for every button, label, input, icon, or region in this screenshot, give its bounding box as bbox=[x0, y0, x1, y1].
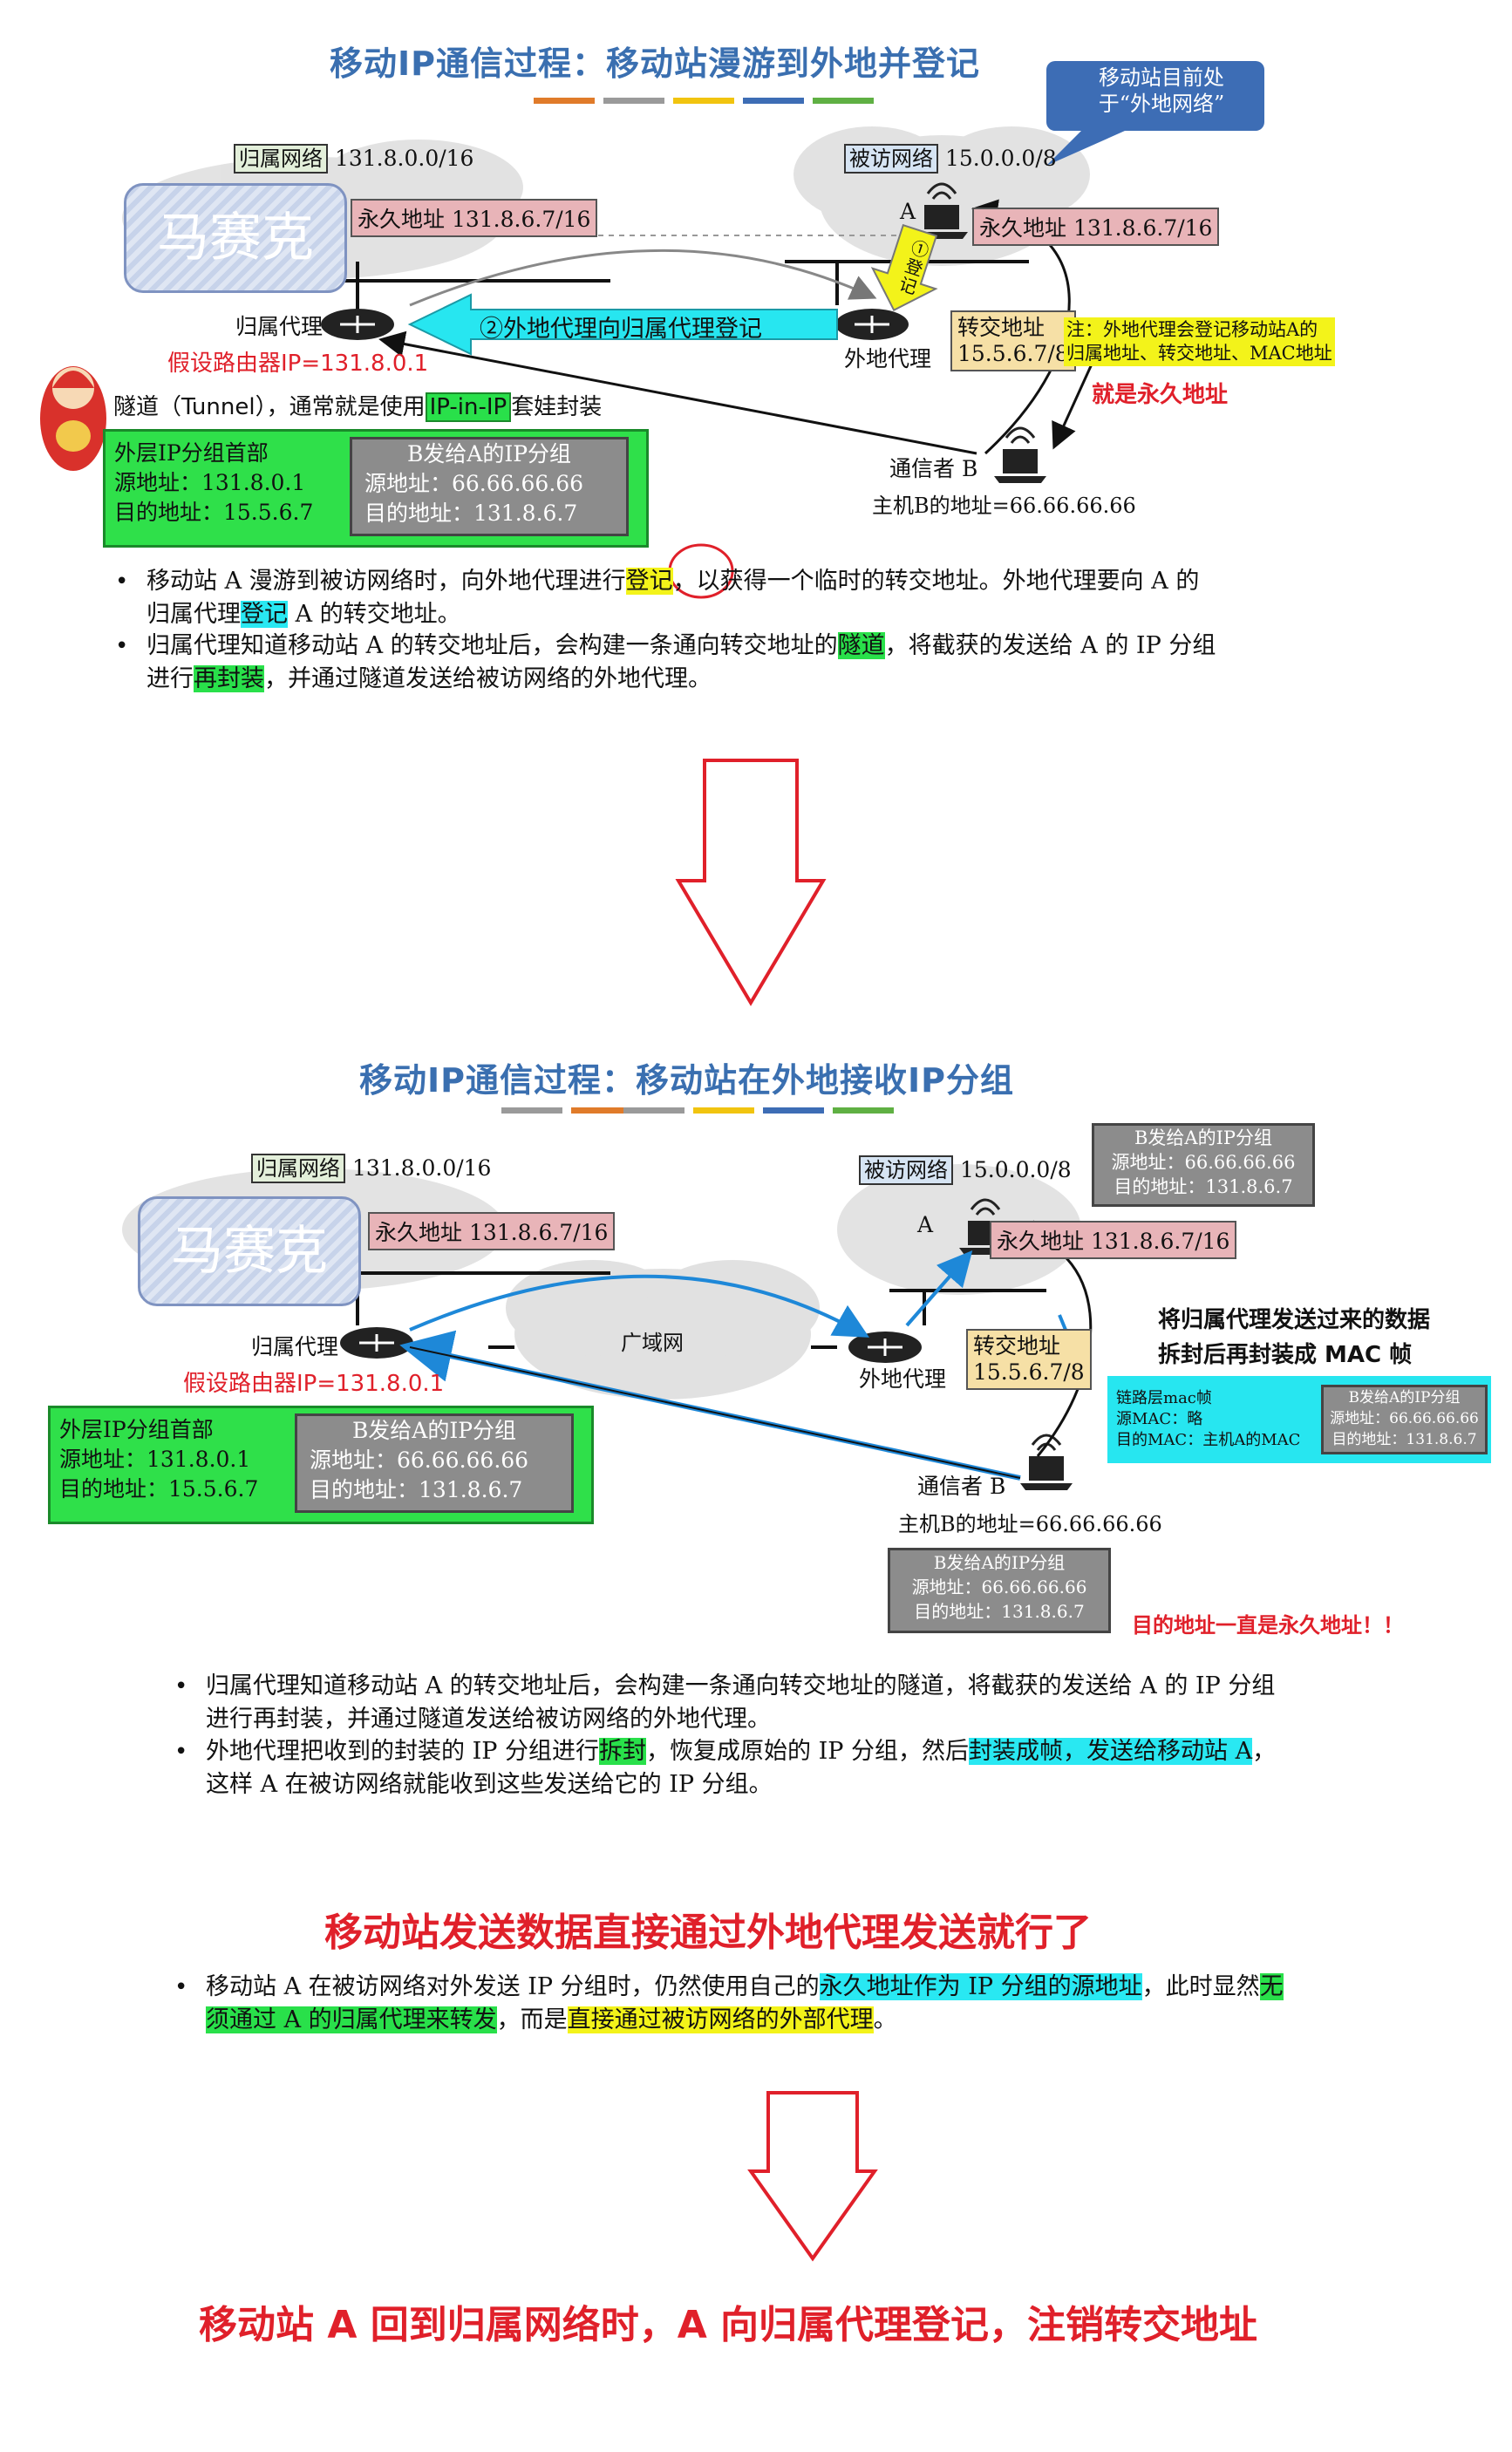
visit-cloud-2 bbox=[837, 1164, 1081, 1295]
router-ip-label: 假设路由器IP=131.8.0.1 bbox=[167, 351, 429, 377]
outer-packet-box: 外层IP分组首部 源地址：131.8.0.1 目的地址：15.5.6.7 B发给… bbox=[103, 429, 649, 548]
perm-addr-note: 就是永久地址 bbox=[1092, 382, 1229, 408]
host-b-label-2: 通信者 B bbox=[917, 1474, 1006, 1499]
section3-bullet: • 移动站 A 在被访网络对外发送 IP 分组时，仍然使用自己的永久地址作为 I… bbox=[174, 1973, 1284, 2033]
foreign-router-icon-2 bbox=[848, 1332, 922, 1363]
section2-title: 移动IP通信过程：移动站在外地接收IP分组 bbox=[359, 1061, 1014, 1100]
step1-arrow bbox=[870, 223, 938, 311]
mosaic-block-2: 马赛克 bbox=[138, 1196, 361, 1306]
outer-header-info-2: 外层IP分组首部 源地址：131.8.0.1 目的地址：15.5.6.7 bbox=[59, 1417, 259, 1502]
wan-cloud bbox=[506, 1260, 820, 1400]
step2-arrow bbox=[407, 293, 838, 356]
visit-network-label-2: 被访网络 15.0.0.0/8 bbox=[859, 1153, 1072, 1185]
outer-header-info: 外层IP分组首部 源地址：131.8.0.1 目的地址：15.5.6.7 bbox=[114, 440, 314, 525]
router-ip-label-2: 假设路由器IP=131.8.0.1 bbox=[183, 1371, 445, 1397]
home-router-icon-1 bbox=[321, 309, 394, 340]
color-bar-2 bbox=[501, 1107, 894, 1114]
mac-inner-packet: B发给A的IP分组 源地址：66.66.66.66 目的地址：131.8.6.7 bbox=[1321, 1385, 1488, 1454]
home-router-icon-2 bbox=[340, 1327, 413, 1359]
matryoshka-icon bbox=[40, 366, 106, 471]
down-arrow-1 bbox=[675, 759, 827, 1006]
host-b-address: 主机B的地址=66.66.66.66 bbox=[872, 494, 1136, 518]
mac-frame-box: 链路层mac帧 源MAC：略 目的MAC：主机A的MAC B发给A的IP分组 源… bbox=[1107, 1376, 1491, 1463]
home-agent-label: 归属代理 bbox=[235, 314, 324, 339]
home-agent-label-2: 归属代理 bbox=[251, 1334, 339, 1359]
callout-bubble bbox=[1046, 61, 1264, 166]
perm-addr-a: 永久地址 131.8.6.7/16 bbox=[972, 208, 1220, 246]
home-network-label: 归属网络 131.8.0.0/16 bbox=[234, 141, 473, 174]
section2-bullet2: • 外地代理把收到的封装的 IP 分组进行拆封，恢复成原始的 IP 分组，然后封… bbox=[174, 1738, 1277, 1798]
section2-bullet1: • 归属代理知道移动站 A 的转交地址后，会构建一条通向转交地址的隧道，将截获的… bbox=[174, 1672, 1276, 1733]
foreign-router-icon-1 bbox=[835, 309, 909, 340]
color-bar-1 bbox=[534, 98, 874, 104]
agent-note: 注：外地代理会登记移动站A的 归属地址、转交地址、MAC地址 bbox=[1064, 317, 1335, 366]
foreign-agent-label: 外地代理 bbox=[844, 346, 932, 371]
host-b-address-2: 主机B的地址=66.66.66.66 bbox=[898, 1512, 1162, 1536]
mac-frame-info: 链路层mac帧 源MAC：略 目的MAC：主机A的MAC bbox=[1116, 1389, 1301, 1449]
section1-bullet1: • 移动站 A 漫游到被访网络时，向外地代理进行登记，以获得一个临时的转交地址。… bbox=[115, 568, 1200, 628]
perm-addr-home: 永久地址 131.8.6.7/16 bbox=[351, 199, 598, 237]
inner-packet-box: B发给A的IP分组 源地址：66.66.66.66 目的地址：131.8.6.7 bbox=[350, 437, 629, 536]
visit-network-label: 被访网络 15.0.0.0/8 bbox=[844, 141, 1057, 174]
dst-perm-note: 目的地址一直是永久地址！！ bbox=[1132, 1613, 1404, 1638]
care-of-address-box-2: 转交地址 15.5.6.7/8 bbox=[966, 1329, 1092, 1390]
step2-label: ②外地代理向归属代理登记 bbox=[480, 316, 762, 343]
care-of-address-box: 转交地址 15.5.6.7/8 bbox=[950, 310, 1076, 371]
laptop-b-icon-2 bbox=[1020, 1434, 1073, 1490]
section1-title: 移动IP通信过程：移动站漫游到外地并登记 bbox=[330, 44, 980, 83]
station-a-label: A bbox=[900, 199, 916, 224]
unpack-note: 将归属代理发送过来的数据 拆封后再封装成 MAC 帧 bbox=[1158, 1307, 1431, 1368]
foreign-agent-label-2: 外地代理 bbox=[859, 1366, 947, 1392]
top-gray-packet: B发给A的IP分组 源地址：66.66.66.66 目的地址：131.8.6.7 bbox=[1092, 1123, 1315, 1207]
station-a-label-2: A bbox=[917, 1212, 934, 1237]
b-gray-packet: B发给A的IP分组 源地址：66.66.66.66 目的地址：131.8.6.7 bbox=[888, 1548, 1111, 1633]
perm-addr-home-2: 永久地址 131.8.6.7/16 bbox=[368, 1212, 616, 1250]
perm-addr-a-2: 永久地址 131.8.6.7/16 bbox=[990, 1221, 1237, 1259]
inner-packet-box-2: B发给A的IP分组 源地址：66.66.66.66 目的地址：131.8.6.7 bbox=[295, 1413, 574, 1513]
down-arrow-2 bbox=[747, 2091, 878, 2262]
section1-bullet2: • 归属代理知道移动站 A 的转交地址后，会构建一条通向转交地址的隧道，将截获的… bbox=[115, 632, 1216, 692]
section4-title: 移动站 A 回到归属网络时，A 向归属代理登记，注销转交地址 bbox=[199, 2303, 1258, 2347]
laptop-b-icon-1 bbox=[994, 426, 1046, 483]
home-network-label-2: 归属网络 131.8.0.0/16 bbox=[251, 1151, 491, 1183]
host-b-label: 通信者 B bbox=[889, 456, 978, 481]
mosaic-block: 马赛克 bbox=[124, 183, 347, 293]
callout-text: 移动站目前处 于“外地网络” bbox=[1098, 65, 1225, 116]
section3-title: 移动站发送数据直接通过外地代理发送就行了 bbox=[324, 1911, 1092, 1955]
outer-packet-box-2: 外层IP分组首部 源地址：131.8.0.1 目的地址：15.5.6.7 B发给… bbox=[48, 1406, 594, 1524]
wan-label: 广域网 bbox=[621, 1331, 684, 1355]
